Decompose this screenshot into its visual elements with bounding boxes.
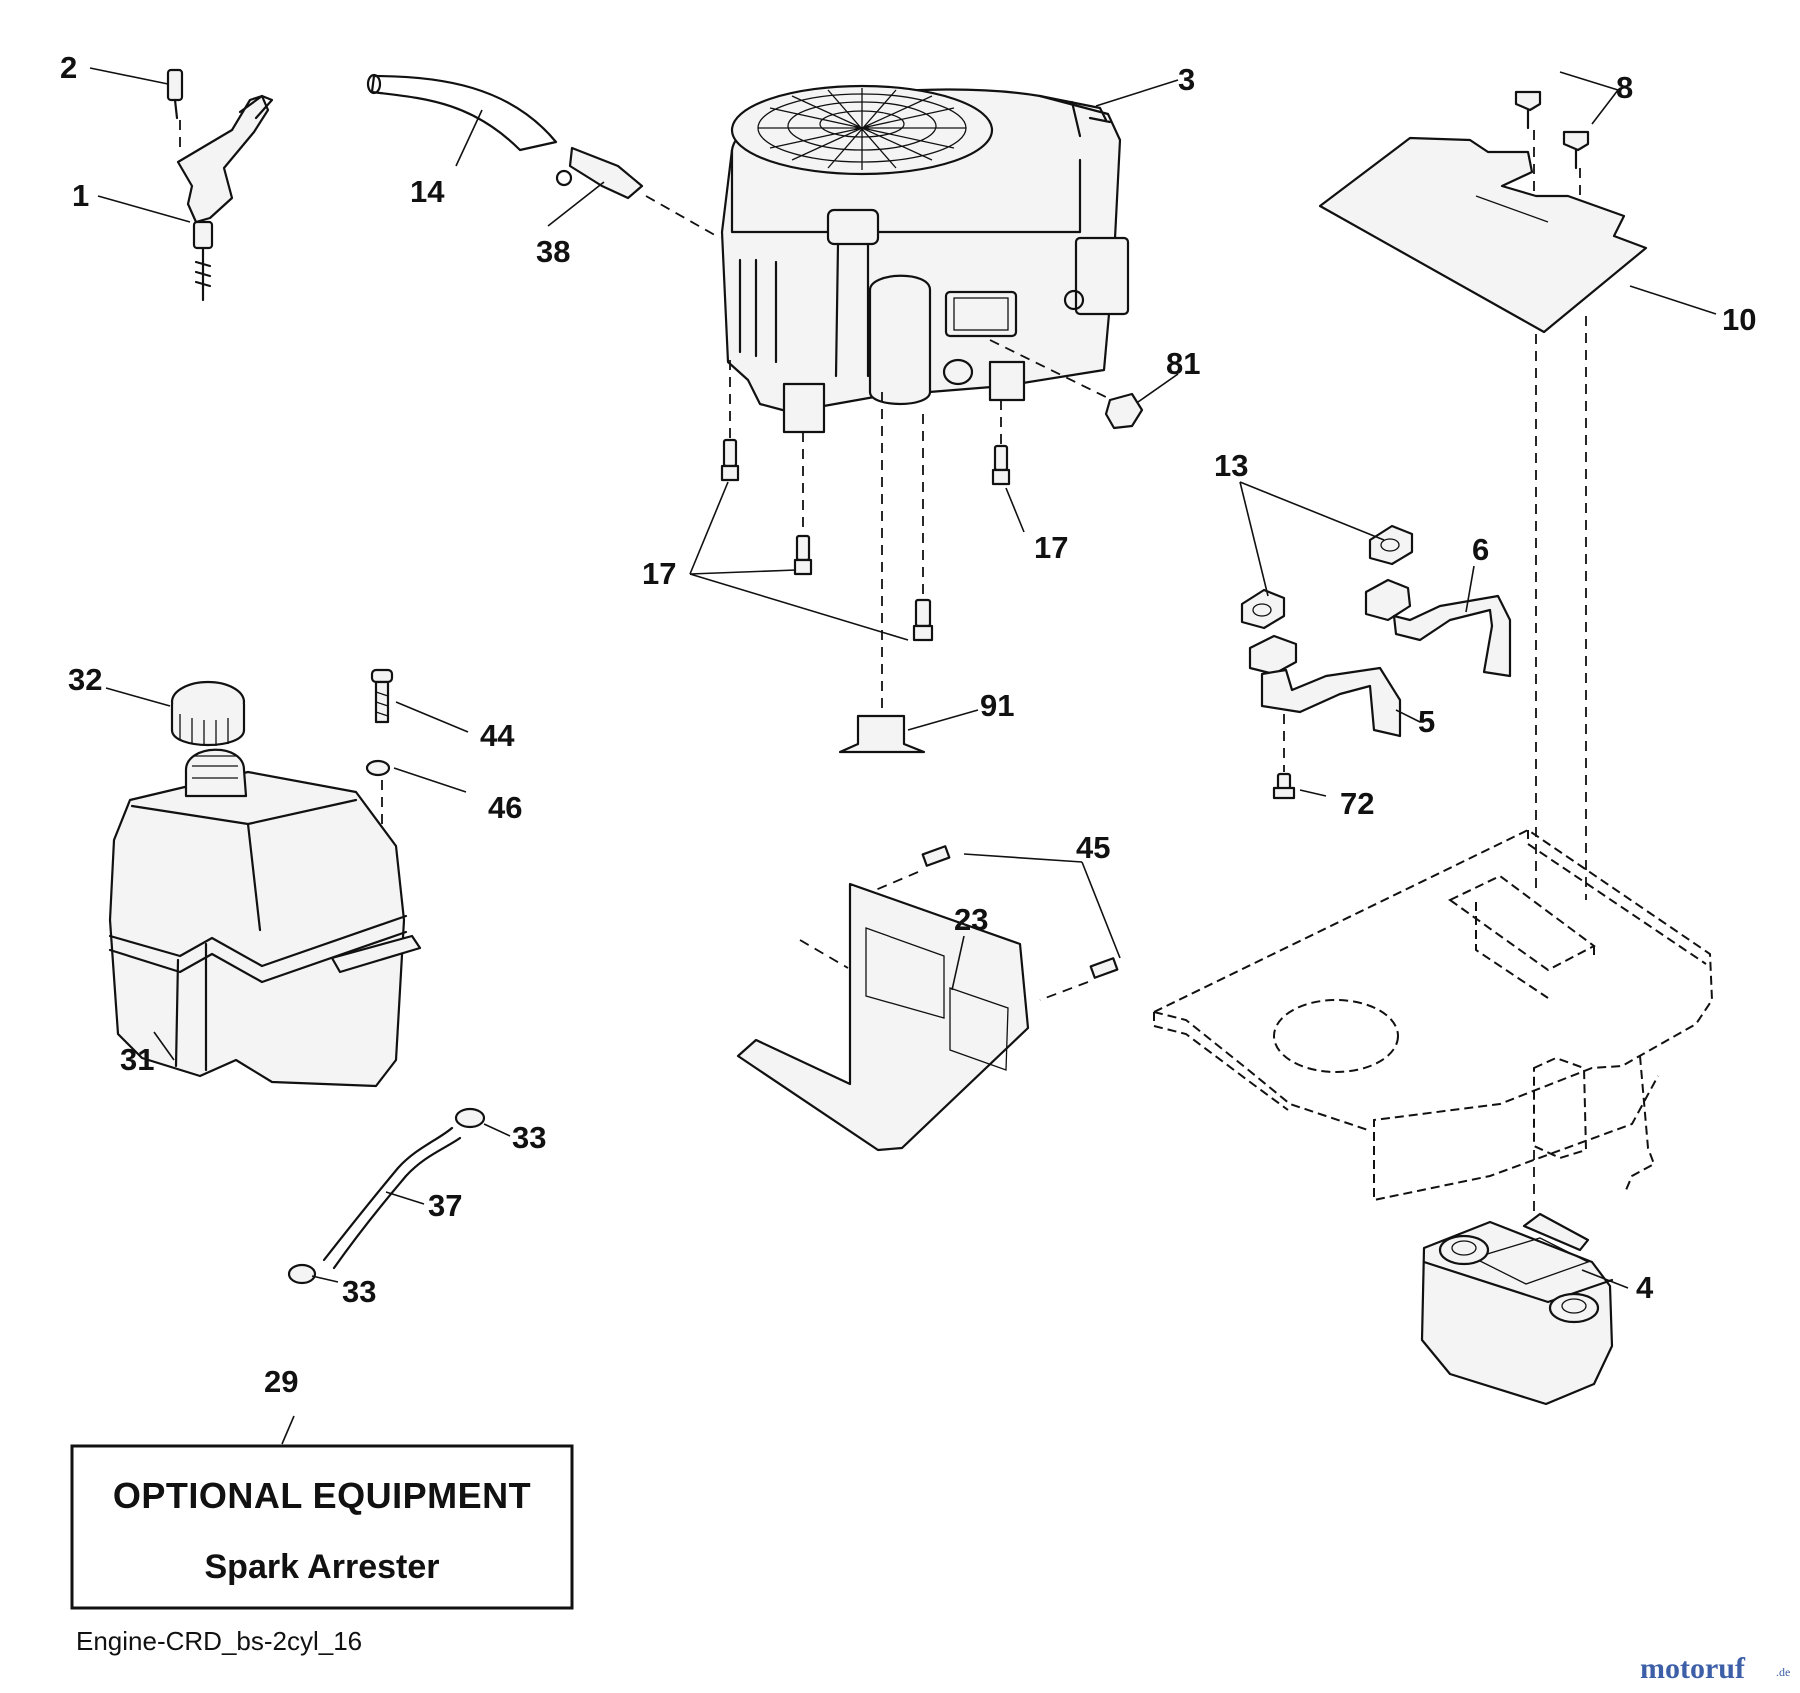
callout-8: 8 <box>1616 70 1633 105</box>
muffler-icon <box>1420 1150 1614 1406</box>
callout-91: 91 <box>980 688 1014 723</box>
callout-44: 44 <box>480 718 515 753</box>
engine-icon <box>720 84 1130 434</box>
callout-1: 1 <box>72 178 89 213</box>
heat-shield-icon <box>1318 90 1648 900</box>
callout-32: 32 <box>68 662 102 697</box>
fuel-line-icon <box>366 73 721 239</box>
optional-equipment-title: OPTIONAL EQUIPMENT <box>113 1475 531 1516</box>
callout-38: 38 <box>536 234 570 269</box>
callout-5: 5 <box>1418 704 1435 739</box>
diagram-code: Engine-CRD_bs-2cyl_16 <box>76 1626 362 1656</box>
engine-bolts <box>720 339 1113 754</box>
callout-31: 31 <box>120 1042 154 1077</box>
callout-labels: 1 2 3 4 5 6 8 10 13 14 17 17 17 23 29 31… <box>60 50 1756 1399</box>
fuel-hose-icon <box>287 1107 486 1285</box>
leader-lines <box>89 67 1717 1445</box>
watermark-logo: motoruf .de <box>1640 1652 1790 1685</box>
watermark-text: motoruf <box>1640 1652 1746 1685</box>
callout-33b: 33 <box>342 1274 376 1309</box>
callout-23: 23 <box>954 902 988 937</box>
optional-equipment-box: OPTIONAL EQUIPMENT Spark Arrester <box>70 1444 574 1610</box>
optional-equipment-subtitle: Spark Arrester <box>205 1548 440 1586</box>
callout-13: 13 <box>1214 448 1248 483</box>
fuel-cap-icon <box>170 680 246 746</box>
chassis-frame-icon <box>1153 828 1714 1202</box>
callout-17a: 17 <box>642 556 676 591</box>
callout-10: 10 <box>1722 302 1756 337</box>
callout-6: 6 <box>1472 532 1489 567</box>
throttle-control-icon <box>166 68 274 302</box>
exhaust-pipes-icon <box>1240 524 1512 800</box>
callout-3: 3 <box>1178 62 1195 97</box>
callout-29: 29 <box>264 1364 298 1399</box>
callout-46: 46 <box>488 790 522 825</box>
callout-45: 45 <box>1076 830 1110 865</box>
heat-deflector-icon <box>736 845 1119 1152</box>
callout-37: 37 <box>428 1188 462 1223</box>
callout-81: 81 <box>1166 346 1200 381</box>
callout-4: 4 <box>1636 1270 1654 1305</box>
callout-72: 72 <box>1340 786 1374 821</box>
callout-17b: 17 <box>1034 530 1068 565</box>
callout-2: 2 <box>60 50 77 85</box>
fuel-tank-icon <box>108 748 422 1088</box>
watermark-suffix: .de <box>1776 1665 1790 1679</box>
callout-33a: 33 <box>512 1120 546 1155</box>
callout-14: 14 <box>410 174 445 209</box>
nut-icon <box>1104 392 1144 430</box>
